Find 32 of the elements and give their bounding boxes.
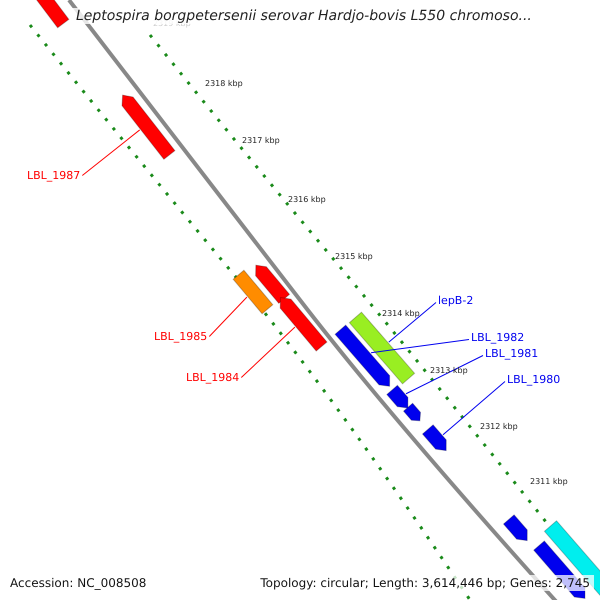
gene-segment (502, 514, 528, 542)
gene-segment (422, 424, 447, 452)
gene-segment (280, 296, 328, 352)
leader-line (406, 355, 484, 394)
gene-label: LBL_1984 (186, 372, 240, 383)
leader-line (388, 302, 436, 343)
gene-label: LBL_1985 (154, 331, 208, 342)
gene-segment (122, 94, 176, 160)
gene-label: LBL_1980 (507, 374, 560, 385)
gene-segment (255, 264, 290, 304)
leader-line (82, 129, 140, 176)
gene-label: LBL_1982 (471, 332, 524, 343)
scale-tick-label: 2312 kbp (480, 423, 518, 431)
gene-segment (334, 324, 390, 387)
scale-tick-label: 2313 kbp (430, 367, 468, 375)
gene-segment (402, 402, 421, 422)
leader-line (240, 326, 296, 378)
gene-segment (232, 270, 274, 314)
gene-label: lepB-2 (438, 295, 474, 306)
scale-tick-label: 2311 kbp (530, 478, 568, 486)
leader-line (442, 381, 506, 436)
gene-segment (35, 0, 70, 28)
scale-tick-label: 2316 kbp (288, 196, 326, 204)
scale-tick-label: 2315 kbp (335, 253, 373, 261)
scale-tick-label: 2317 kbp (242, 137, 280, 145)
gene-label: LBL_1987 (27, 170, 80, 181)
gene-segment (386, 384, 408, 409)
gene-label: LBL_1981 (485, 348, 538, 359)
scale-tick-label: 2318 kbp (205, 80, 243, 88)
leader-line (208, 296, 248, 337)
leader-line (370, 339, 470, 354)
scale-tick-label: 2314 kbp (382, 310, 420, 318)
